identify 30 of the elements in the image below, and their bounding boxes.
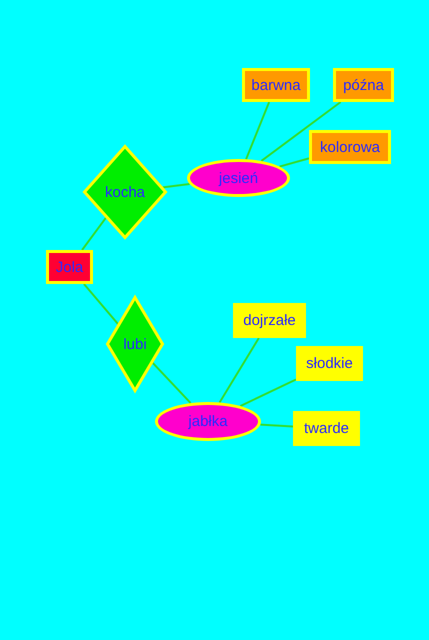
connector-line [81,217,107,251]
node-label: lubi [123,336,147,352]
node-label: kocha [104,184,146,200]
connector-line [152,362,192,404]
node-label: dojrzałe [243,313,296,328]
connector-line [218,337,260,403]
connector-line [279,157,310,168]
attribute-box [333,68,394,102]
node-label: twarde [304,421,350,436]
node-label: jesień [218,170,258,186]
attribute-box [296,346,363,381]
connector-line [245,102,270,160]
entity-box [46,250,93,284]
connector-line [260,101,342,162]
connector-line [83,283,119,325]
connector-line [162,183,190,188]
node-label: późna [343,78,384,92]
attribute-box [293,411,360,446]
connector-line [240,378,296,407]
connector-line [260,424,294,428]
attribute-box [233,303,306,338]
attribute-box [309,130,391,164]
attribute-box [242,68,310,102]
node-label: barwna [251,78,301,92]
node-label: jabłka [188,414,228,429]
relation-diamond [83,145,167,239]
node-label: słodkie [306,356,353,371]
node-label: kolorowa [320,140,380,154]
node-label: Jola [56,260,84,274]
relation-diamond [106,296,164,392]
